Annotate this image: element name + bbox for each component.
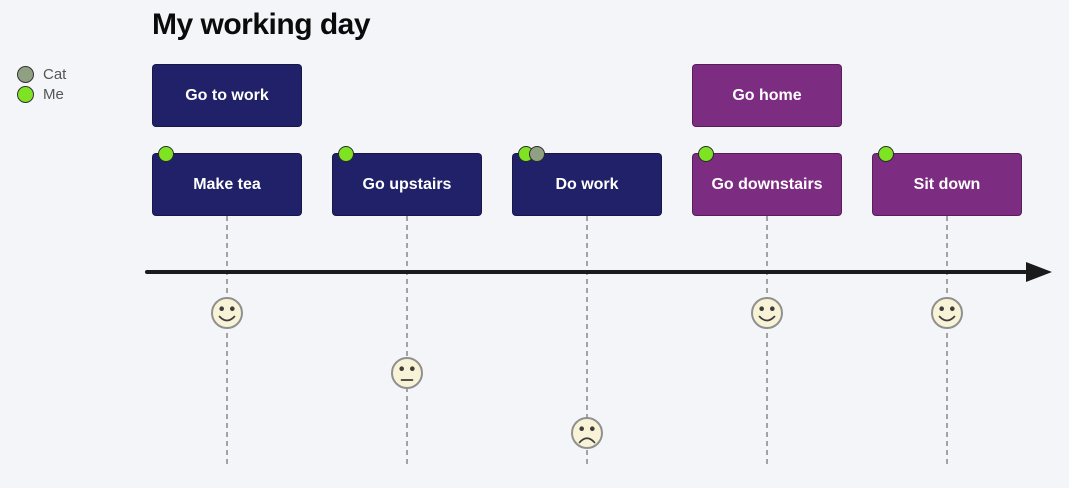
- task-label: Sit down: [913, 175, 981, 193]
- actor-dot-me: [158, 146, 174, 162]
- column-dashed-line: [226, 216, 228, 464]
- section-box-go-to-work: Go to work: [152, 64, 302, 127]
- face-sad-icon: [570, 416, 604, 450]
- diagram-title: My working day: [152, 8, 371, 41]
- section-label: Go home: [732, 86, 802, 104]
- face-neutral-icon: [390, 356, 424, 390]
- task-label: Do work: [555, 175, 619, 193]
- section-box-go-home: Go home: [692, 64, 842, 127]
- task-box-do-work: Do work: [512, 146, 662, 216]
- task-box-go-upstairs: Go upstairs: [332, 146, 482, 216]
- task-label: Make tea: [193, 175, 261, 193]
- face-happy-icon: [210, 296, 244, 330]
- timeline-arrowhead-icon: [1026, 262, 1052, 282]
- timeline-axis-line: [145, 270, 1029, 274]
- actor-dot-me: [698, 146, 714, 162]
- column-dashed-line: [586, 216, 588, 464]
- actor-dot-cat: [529, 146, 545, 162]
- column-dashed-line: [406, 216, 408, 464]
- column-dashed-line: [946, 216, 948, 464]
- legend-label-me: Me: [43, 85, 64, 103]
- task-box-go-downstairs: Go downstairs: [692, 146, 842, 216]
- column-dashed-line: [766, 216, 768, 464]
- legend-item-cat: Cat: [17, 64, 66, 84]
- task-label: Go downstairs: [711, 175, 823, 193]
- cat-actor-dot-icon: [17, 65, 34, 83]
- legend-label-cat: Cat: [43, 65, 67, 83]
- section-label: Go to work: [185, 86, 269, 104]
- legend-item-me: Me: [17, 84, 66, 104]
- me-actor-dot-icon: [17, 85, 34, 103]
- task-box-sit-down: Sit down: [872, 146, 1022, 216]
- actor-dot-me: [878, 146, 894, 162]
- task-label: Go upstairs: [362, 175, 452, 193]
- face-happy-icon: [750, 296, 784, 330]
- legend: Cat Me: [17, 64, 66, 104]
- task-box-make-tea: Make tea: [152, 146, 302, 216]
- actor-dot-me: [338, 146, 354, 162]
- face-happy-icon: [930, 296, 964, 330]
